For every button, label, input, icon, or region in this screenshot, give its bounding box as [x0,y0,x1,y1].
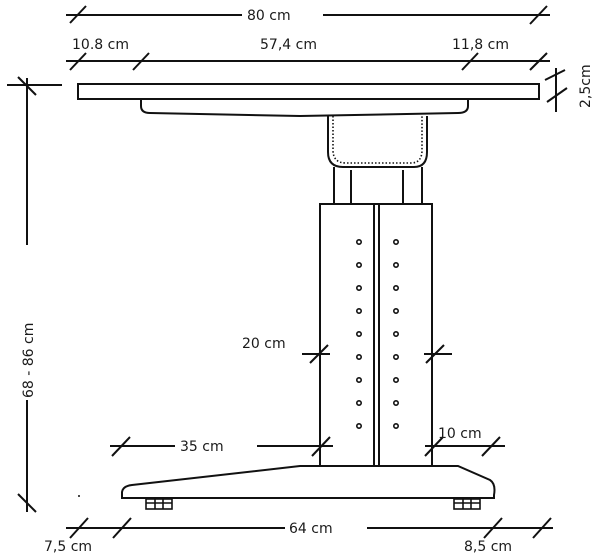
label-height-range: 68 - 86 cm [21,323,37,398]
label-center-span: 57,4 cm [260,37,317,53]
column-holes-right [392,239,399,429]
label-foot-right-inset: 8,5 cm [464,539,512,553]
dimension-foot-length: 64 cm 7,5 cm 8,5 cm [44,495,553,553]
desk-top [77,83,540,118]
dimension-top-segments: 10.8 cm 57,4 cm 11,8 cm [66,37,550,71]
label-foot-left-offset: 35 cm [180,439,224,455]
label-left-overhang: 10.8 cm [72,37,129,53]
label-overall-width: 80 cm [247,8,291,24]
dimension-column-width: 20 cm [242,336,452,364]
desk-foot [121,465,496,510]
desk-column [319,203,433,467]
leveling-glide-right [453,498,481,510]
column-holes-left [355,239,362,429]
label-foot-left-inset: 7,5 cm [44,539,92,553]
dimension-top-thickness: 2,5cm [544,64,594,112]
dimension-overall-width: 80 cm [66,5,550,25]
label-foot-right-offset: 10 cm [438,426,482,442]
dimension-height: 68 - 86 cm [7,76,62,513]
column-bracket [327,116,428,204]
dimension-foot-offsets: 35 cm 10 cm [110,426,505,457]
label-foot-length: 64 cm [289,521,333,537]
label-right-overhang: 11,8 cm [452,37,509,53]
leveling-glide-left [145,498,173,510]
label-top-thickness: 2,5cm [578,64,594,108]
label-column-width: 20 cm [242,336,286,352]
